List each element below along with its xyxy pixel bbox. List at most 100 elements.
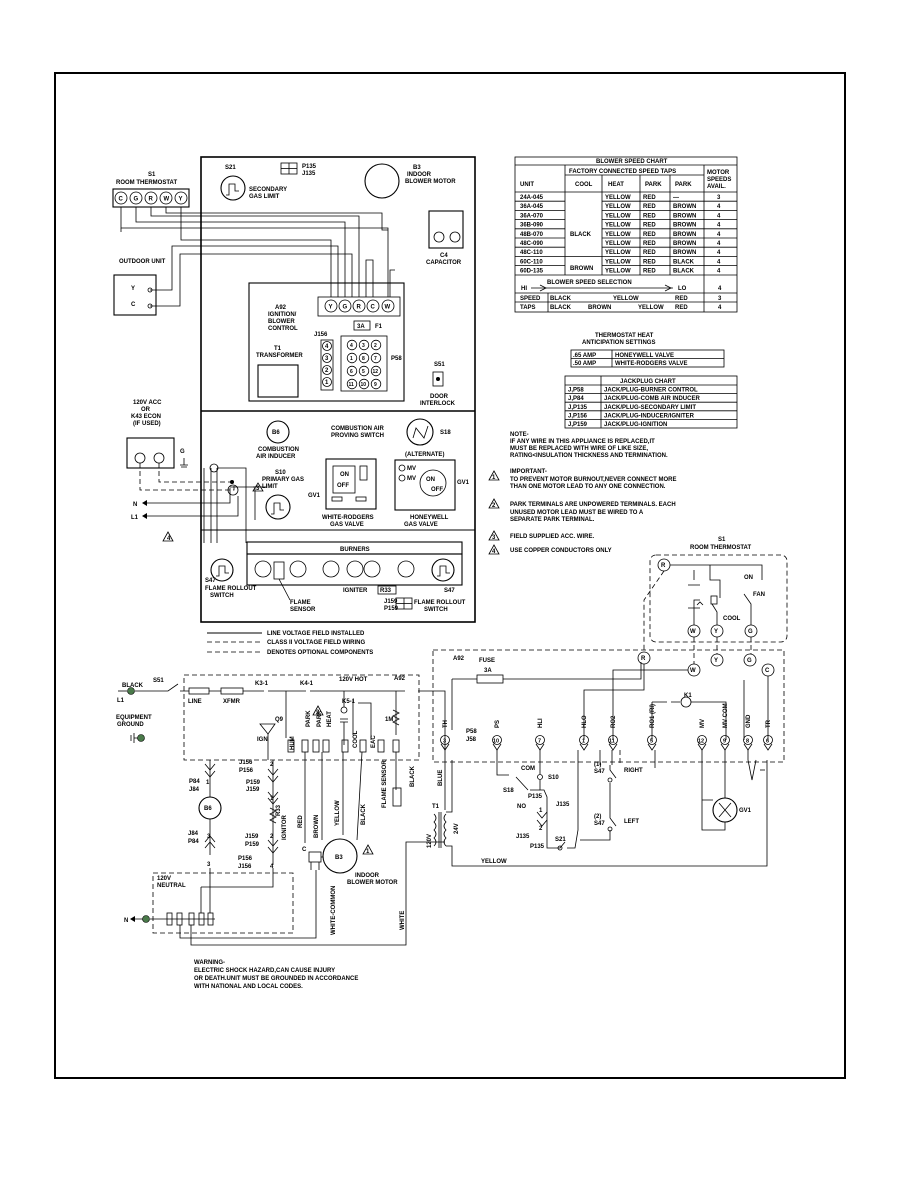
board-terminal [492,735,502,745]
jackplug-code: J,P156 [568,413,588,419]
blower-chart-cell: RED [643,269,656,275]
svg-text:3A: 3A [357,324,365,330]
jackplug-code: J,P159 [568,422,588,428]
svg-text:P58: P58 [391,356,402,362]
thermostat-terminal-label: W [164,197,170,203]
svg-text:S47: S47 [594,821,605,827]
blower-chart-cell: 36A-045 [520,204,544,210]
blower-chart-cell: 60C-110 [520,259,543,265]
svg-text:COOL: COOL [353,730,359,748]
svg-text:120V: 120V [427,834,433,848]
svg-text:S47: S47 [594,769,605,775]
svg-text:BLACK: BLACK [122,683,144,689]
svg-text:LEFT: LEFT [624,819,639,825]
svg-text:WHITE-RODGERS: WHITE-RODGERS [322,515,374,521]
blower-chart-cell: RED [643,241,656,247]
svg-text:R33: R33 [380,588,392,594]
blower-chart-cell: BROWN [673,213,696,219]
jackplug-desc: JACK/PLUG-COMB AIR INDUCER [604,396,700,402]
svg-text:FLAME ROLLOUT: FLAME ROLLOUT [414,600,466,606]
blower-chart-cell: RED [643,204,656,210]
svg-text:B3: B3 [413,165,421,171]
svg-text:ON: ON [744,575,753,581]
svg-text:S18: S18 [440,430,451,436]
svg-text:F1: F1 [375,324,383,330]
p58-pin [370,339,382,351]
svg-text:CLASS II VOLTAGE FIELD WIRING: CLASS II VOLTAGE FIELD WIRING [267,640,365,646]
svg-text:CONTROL: CONTROL [268,326,298,332]
svg-text:.65 AMP: .65 AMP [573,353,596,359]
svg-text:TO PREVENT MOTOR BURNOUT,NEVER: TO PREVENT MOTOR BURNOUT,NEVER CONNECT M… [510,477,676,483]
svg-text:C: C [131,302,136,308]
accessory-outlet: 120V ACC OR K43 ECON (IF USED) G [126,400,188,469]
svg-text:J135: J135 [516,834,530,840]
svg-text:K5-1: K5-1 [342,699,356,705]
board-pin-chevron [743,743,753,751]
svg-text:C: C [765,668,770,674]
svg-text:HUM: HUM [290,736,296,750]
svg-text:G: G [180,449,185,455]
blower-chart-cell: RED [643,250,656,256]
svg-text:R: R [357,305,362,311]
blower-chart-cell: YELLOW [605,232,631,238]
blower-chart-cell: BROWN [673,250,696,256]
svg-text:P159: P159 [245,842,260,848]
thermostat-terminal-label: Y [179,197,183,203]
svg-text:ON: ON [340,472,349,478]
svg-text:P84: P84 [189,779,200,785]
svg-text:BROWN: BROWN [588,305,611,311]
svg-text:RIGHT: RIGHT [624,768,643,774]
p58-pin-label: 6 [350,369,353,375]
svg-text:4: 4 [167,536,171,542]
svg-text:THERMOSTAT HEAT: THERMOSTAT HEAT [595,333,654,339]
board-pin-number: 12 [698,739,704,745]
svg-text:YELLOW: YELLOW [638,305,664,311]
jackplug-code: J,P58 [568,388,584,394]
blower-chart-cell: 4 [717,213,721,219]
svg-text:IGNITOR: IGNITOR [282,814,288,840]
svg-text:AIR INDUCER: AIR INDUCER [256,454,296,460]
svg-text:GAS VALVE: GAS VALVE [330,522,364,528]
svg-text:PARK: PARK [645,182,662,188]
svg-text:N: N [124,918,128,924]
s18-proving-switch: COMBUSTION AIR PROVING SWITCH S18 [331,418,451,446]
p58-pin-label: 12 [373,369,379,375]
svg-text:IGN: IGN [257,737,268,743]
svg-text:R: R [661,563,666,569]
p58-pin [358,352,370,364]
svg-text:RED: RED [675,296,688,302]
svg-text:GROUND: GROUND [117,722,144,728]
control-board-schematic: A92 FUSE 3A P58 J58 TH3PS10HLI7HLO1RO211… [432,570,785,865]
p58-pin-label: 4 [350,343,353,349]
thermostat-terminal-label: R [149,197,154,203]
svg-text:Y: Y [131,286,135,292]
p58-pin [370,365,382,377]
svg-text:120V HOT: 120V HOT [339,677,368,683]
svg-text:2: 2 [270,834,274,840]
unit-cabinet: S21 SECONDARY GAS LIMIT P135 J135 B3 IND… [200,156,476,623]
blower-chart-cell: RED [643,223,656,229]
svg-text:BLACK: BLACK [550,305,572,311]
svg-text:J156: J156 [239,760,253,766]
b3-blower-motor: B3 INDOOR BLOWER MOTOR [364,163,456,199]
svg-text:YELLOW: YELLOW [613,296,639,302]
blower-chart-cell: YELLOW [605,213,631,219]
svg-text:ON: ON [426,477,435,483]
svg-text:1M: 1M [385,717,393,723]
blower-chart-cell: YELLOW [605,195,631,201]
svg-text:B6: B6 [204,806,212,812]
board-pin-chevron [579,743,589,751]
svg-text:W: W [690,668,696,674]
svg-text:OFF: OFF [337,483,349,489]
svg-text:BROWN: BROWN [314,815,320,838]
svg-text:WITH NATIONAL AND LOCAL CODES.: WITH NATIONAL AND LOCAL CODES. [194,984,303,990]
svg-text:S51: S51 [153,678,164,684]
p58-pin-label: 9 [374,382,377,388]
blower-chart-cell: BLACK [673,269,695,275]
svg-text:UNUSED MOTOR LEAD MUST BE WIRE: UNUSED MOTOR LEAD MUST BE WIRED TO A [510,510,644,516]
svg-text:BLACK: BLACK [570,232,592,238]
svg-text:ELECTRIC SHOCK HAZARD,CAN CAUS: ELECTRIC SHOCK HAZARD,CAN CAUSE INJURY [194,968,335,974]
